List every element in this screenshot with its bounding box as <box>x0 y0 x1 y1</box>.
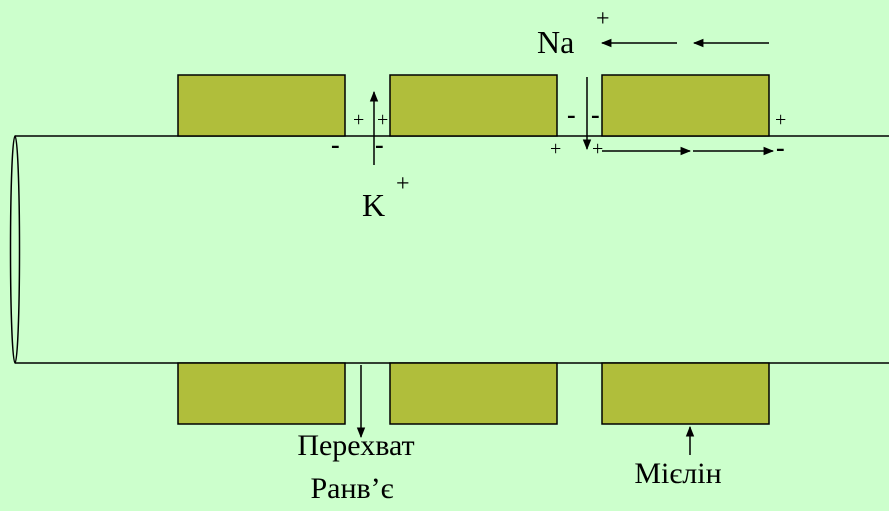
node1-minus-right: - <box>375 130 384 159</box>
node2-minus-right: - <box>591 100 600 129</box>
node3-minus: - <box>776 133 785 162</box>
potassium-charge: + <box>396 171 410 197</box>
sodium-label: Na <box>537 24 574 60</box>
axon <box>9 135 889 364</box>
myelin-label: Мієлін <box>634 457 721 490</box>
potassium-label: K <box>362 187 385 223</box>
node2-minus-left: - <box>567 100 576 129</box>
node2-plus-right: + <box>592 138 603 160</box>
myelin-segment-top-2 <box>389 74 558 137</box>
axon-end-ellipse <box>9 135 21 364</box>
sodium-charge: + <box>596 6 610 32</box>
myelin-segment-bottom-3 <box>601 362 770 425</box>
node3-plus: + <box>775 109 786 131</box>
myelin-segment-top-1 <box>177 74 346 137</box>
node1-plus-right: + <box>377 109 388 131</box>
node1-plus-left: + <box>353 109 364 131</box>
node-of-ranvier-label-line2: Ранв’є <box>310 472 393 505</box>
node2-plus-left: + <box>550 138 561 160</box>
myelin-segment-top-3 <box>601 74 770 137</box>
myelin-segment-bottom-2 <box>389 362 558 425</box>
myelin-segment-bottom-1 <box>177 362 346 425</box>
node1-minus-left: - <box>331 130 340 159</box>
node-of-ranvier-label-line1: Перехват <box>297 429 414 462</box>
myelin-segments <box>177 74 770 425</box>
